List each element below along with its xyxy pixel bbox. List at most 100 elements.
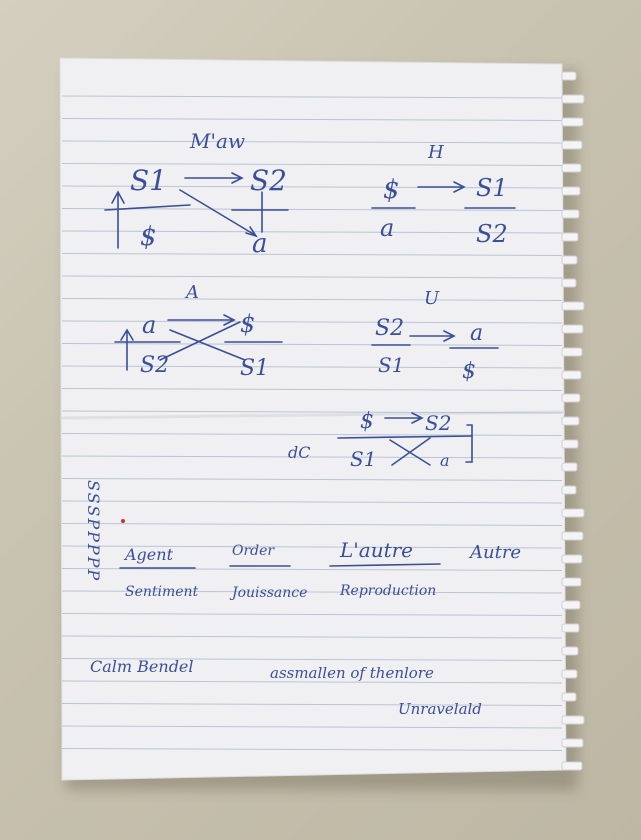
torn-tab (561, 554, 583, 564)
rule-line (61, 590, 563, 594)
capitalist-a: a (440, 451, 450, 470)
analyst-s2: S2 (140, 353, 169, 378)
master-arrow-diagonal (179, 189, 258, 238)
rule-line (61, 388, 563, 391)
analyst-left-bar (120, 328, 134, 371)
torn-tab (561, 71, 577, 81)
master-barred-s: $ (140, 222, 157, 252)
torn-tab (561, 347, 583, 357)
rule-line (61, 298, 563, 301)
capitalist-arrow (384, 412, 424, 424)
torn-tab (561, 692, 577, 702)
torn-tab (561, 209, 580, 219)
torn-tab (561, 416, 580, 426)
torn-tab (561, 186, 581, 196)
analyst-title: A (184, 282, 199, 303)
master-left-bar (111, 190, 125, 249)
label-sentiment: Sentiment (125, 584, 199, 600)
university-arrow (409, 330, 456, 342)
university-title: U (424, 288, 440, 309)
rule-line (61, 185, 563, 189)
master-arrow-top (184, 172, 244, 184)
rule-line (61, 703, 563, 706)
footer-right-2: Unravelald (398, 700, 482, 718)
torn-tab (561, 715, 585, 725)
rule-line (61, 478, 563, 481)
rule-line (61, 118, 563, 121)
rule-line (61, 230, 563, 234)
autre-underline (329, 563, 441, 567)
torn-tab (561, 163, 582, 173)
rule-line (61, 140, 563, 144)
torn-tab (561, 255, 578, 265)
capitalist-cross (389, 437, 431, 466)
rule-line (61, 658, 563, 661)
capitalist-prefix: dC (288, 443, 310, 462)
torn-tab (561, 140, 583, 150)
capitalist-barred-s: $ (360, 409, 374, 434)
hysteric-s1: S1 (476, 174, 508, 202)
torn-tab (561, 646, 579, 656)
analyst-s1: S1 (240, 356, 269, 381)
rule-line (61, 410, 563, 414)
label-jouissance: Jouissance (229, 585, 307, 601)
university-barred-s: $ (462, 359, 476, 384)
label-order: Order (232, 543, 275, 559)
master-fraction-left (104, 204, 191, 211)
rule-line (61, 320, 563, 324)
hysteric-s2: S2 (476, 220, 508, 248)
torn-tab (561, 117, 584, 127)
torn-tab (561, 761, 583, 771)
analyst-cross (159, 321, 246, 361)
university-s2: S2 (375, 316, 404, 341)
capitalist-fraction (337, 435, 473, 439)
rule-line (61, 208, 563, 211)
torn-tab (561, 462, 578, 472)
rule-line (61, 545, 563, 549)
rule-line (61, 500, 563, 504)
rule-line (61, 343, 563, 346)
torn-tab (561, 94, 585, 104)
torn-tab (561, 600, 581, 610)
footer-right-1: assmallen of thenlore (270, 664, 434, 682)
torn-tab (561, 577, 582, 587)
torn-tab (561, 738, 584, 748)
rule-line (61, 95, 563, 99)
capitalist-s2: S2 (425, 411, 451, 435)
hysteric-barred-s: $ (383, 175, 400, 205)
capitalist-bracket (465, 424, 473, 463)
rule-line (61, 748, 563, 751)
rule-line (61, 253, 563, 256)
label-agent: Agent (123, 545, 174, 564)
torn-tab (561, 669, 578, 679)
rule-line (61, 163, 563, 166)
rule-line (61, 613, 563, 616)
torn-tab (561, 485, 577, 495)
university-s1: S1 (378, 353, 404, 377)
torn-spiral-edge (561, 71, 585, 771)
rule-line (61, 455, 563, 459)
rule-line (61, 568, 563, 571)
torn-tab (561, 324, 584, 334)
rule-line (61, 635, 563, 639)
ruled-lines (61, 95, 563, 751)
torn-tab (561, 301, 585, 311)
torn-tab (561, 370, 582, 380)
rule-line (61, 365, 563, 369)
hysteric-arrow (417, 181, 466, 193)
footer-left: Calm Bendel (90, 657, 194, 676)
analyst-barred-s: $ (240, 310, 255, 338)
label-autre: L'autre (339, 538, 413, 562)
rule-line (61, 275, 563, 279)
torn-tab (561, 232, 579, 242)
margin-scribble: SSSPPPPP (84, 480, 103, 582)
hysteric-title: H (427, 142, 444, 163)
rule-line (61, 725, 563, 729)
red-ink-dot (121, 519, 125, 523)
torn-tab (561, 439, 579, 449)
label-autre2: Autre (468, 542, 521, 563)
university-a: a (470, 321, 483, 346)
master-title: M'aw (189, 129, 245, 153)
